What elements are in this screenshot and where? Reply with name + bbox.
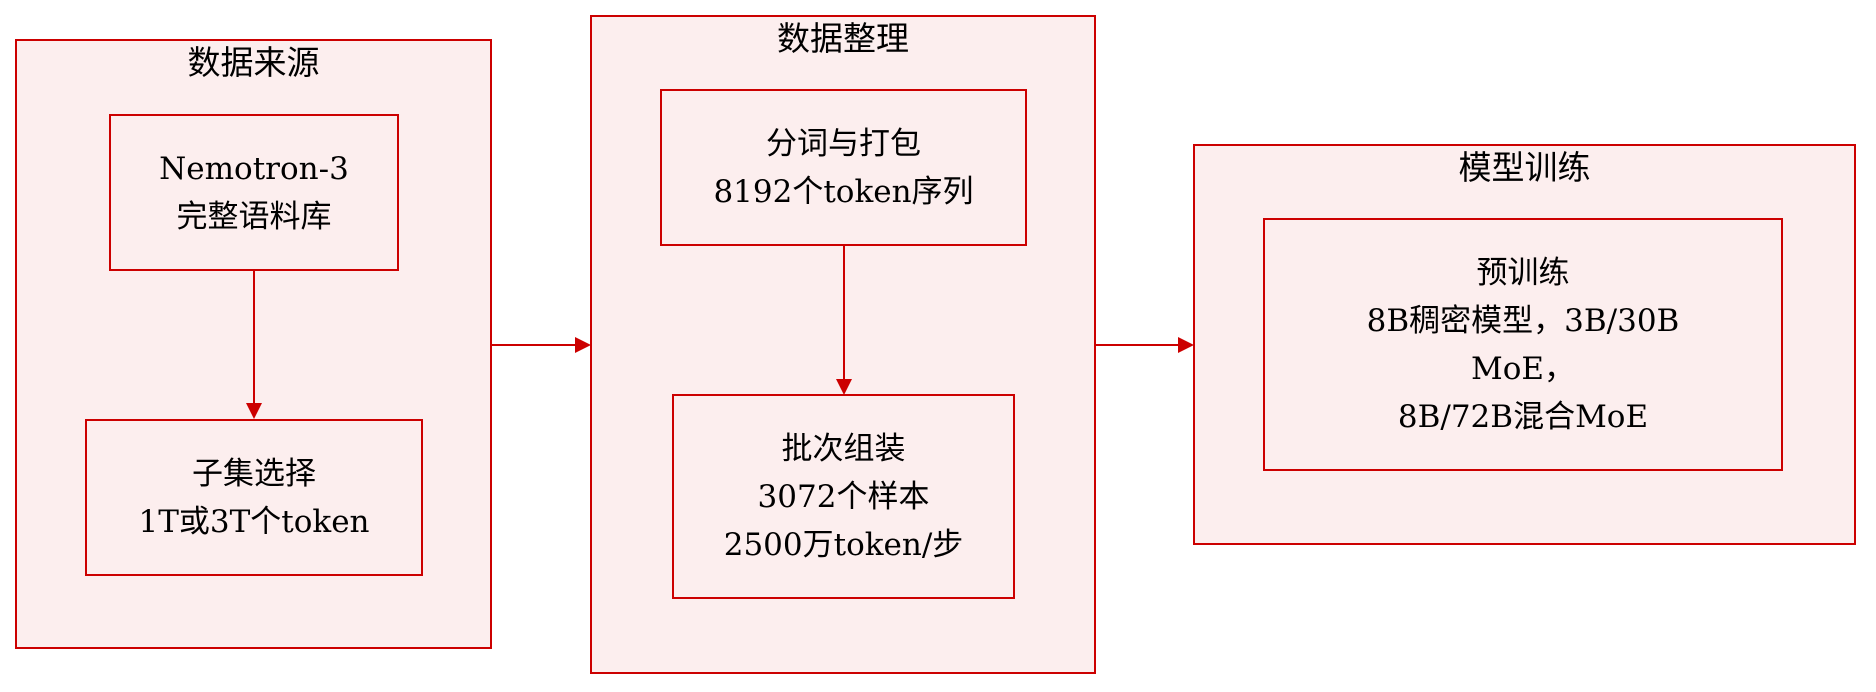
- node-tokenize-pack: 分词与打包 8192个token序列: [660, 89, 1027, 246]
- node-tokenize-pack-line-1: 分词与打包: [766, 125, 921, 162]
- node-batch-assembly-line-3: 2500万token/步: [723, 526, 964, 563]
- node-full-corpus-line-2: 完整语料库: [176, 198, 332, 235]
- node-batch-assembly: 批次组装 3072个样本 2500万token/步: [672, 394, 1015, 599]
- node-pretraining-line-2: 8B稠密模型，3B/30B: [1366, 302, 1680, 339]
- edge-source-to-processing: [492, 337, 591, 353]
- node-full-corpus: Nemotron-3 完整语料库: [109, 114, 399, 271]
- node-batch-assembly-line-1: 批次组装: [781, 430, 906, 467]
- cluster-title-data-processing: 数据整理: [777, 19, 909, 58]
- edge-processing-to-training: [1096, 337, 1194, 353]
- node-pretraining-line-4: 8B/72B混合MoE: [1397, 398, 1649, 435]
- cluster-title-model-training: 模型训练: [1458, 148, 1591, 187]
- node-full-corpus-line-1: Nemotron-3: [159, 150, 349, 187]
- node-pretraining-line-1: 预训练: [1476, 254, 1570, 291]
- node-subset-selection-line-2: 1T或3T个token: [138, 503, 370, 540]
- node-pretraining-line-3: MoE，: [1470, 350, 1576, 387]
- node-batch-assembly-line-2: 3072个样本: [757, 478, 930, 515]
- node-pretraining: 预训练 8B稠密模型，3B/30B MoE， 8B/72B混合MoE: [1263, 218, 1783, 471]
- node-subset-selection: 子集选择 1T或3T个token: [85, 419, 423, 576]
- node-subset-selection-line-1: 子集选择: [192, 455, 316, 492]
- node-tokenize-pack-line-2: 8192个token序列: [713, 173, 974, 210]
- cluster-title-data-source: 数据来源: [187, 43, 320, 82]
